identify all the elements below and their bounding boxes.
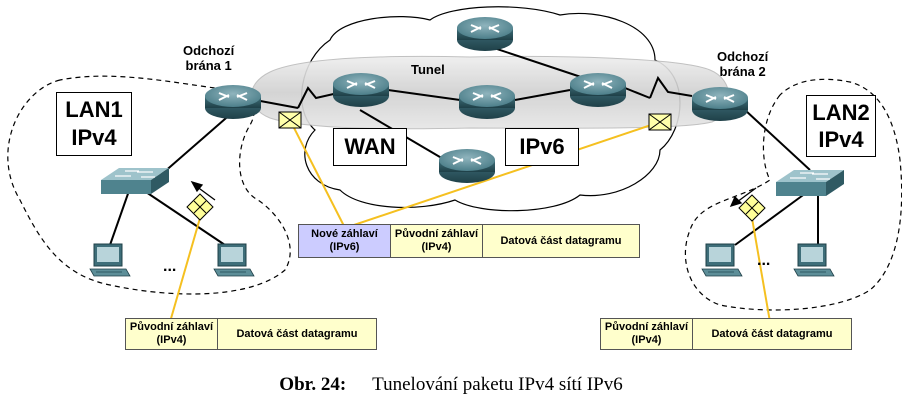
network-links [109,44,819,246]
lan1-pc-1 [89,243,131,277]
gateway2-router [691,86,749,122]
packet-ipv4-right: Původní záhlaví (IPv4) Datová část datag… [600,318,852,350]
packet-connectors [169,119,771,323]
figure-title: Tunelování paketu IPv4 sítí IPv6 [372,374,623,395]
wan-router-1 [332,72,390,108]
datagram-data: Datová část datagramu [218,319,376,349]
new-ipv6-header: Nové záhlaví (IPv6) [299,225,391,257]
datagram-data: Datová část datagramu [693,319,851,349]
wan-router-top [456,16,514,52]
packet-ipv4-left: Původní záhlaví (IPv4) Datová část datag… [125,318,377,350]
wan-router-bottom [438,148,496,184]
lan1-pc-2 [213,243,255,277]
lan2-pc-2 [793,243,835,277]
packet-ipv6-encapsulated: Nové záhlaví (IPv6) Původní záhlaví (IPv… [298,224,640,258]
wan-router-center [458,84,516,120]
datagram-data: Datová část datagramu [483,225,639,257]
direction-arrows [190,180,757,208]
lan1-boundary [7,75,291,295]
packet-diamond-lan2 [738,194,766,222]
original-ipv4-header: Původní záhlaví (IPv4) [601,319,693,349]
ipv6-label-box: IPv6 [505,128,579,166]
packet-envelope-gateway1 [278,111,302,129]
packet-diamond-lan1 [186,193,214,221]
original-ipv4-header: Původní záhlaví (IPv4) [126,319,218,349]
figure-caption: Obr. 24: Tunelování paketu IPv4 sítí IPv6 [0,374,902,396]
lan2-pc-1 [701,243,743,277]
gateway1-router [204,84,262,120]
lan1-switch [100,167,170,195]
original-ipv4-header: Původní záhlaví (IPv4) [391,225,483,257]
lan1-more-pcs: ... [163,258,177,275]
wan-router-2 [569,72,627,108]
wan-label-box: WAN [333,128,407,166]
packet-envelope-gateway2 [648,113,672,131]
lan2-more-pcs: ... [757,252,771,269]
lan2-switch [775,169,845,197]
figure-number: Obr. 24: [279,374,347,395]
tunnel-label: Tunel [411,62,445,77]
